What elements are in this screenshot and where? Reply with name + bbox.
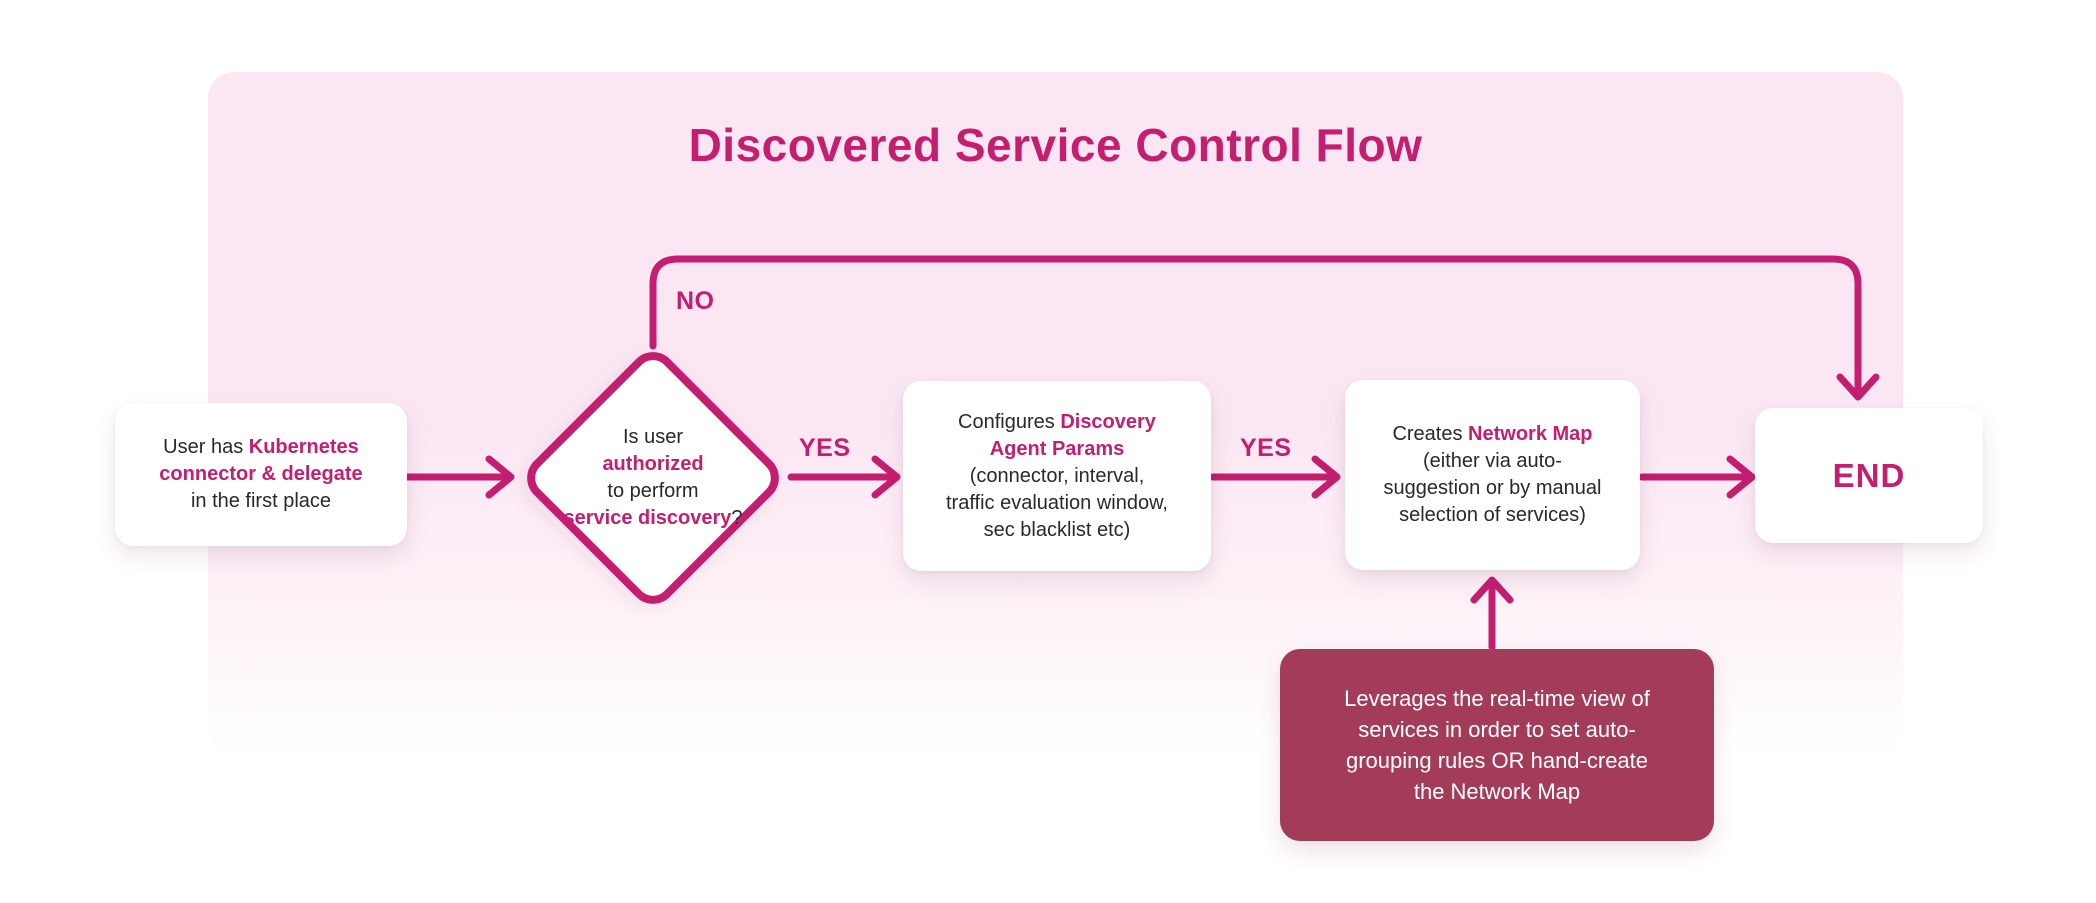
node-start-text: User has Kubernetes connector & delegate… <box>159 434 362 515</box>
text-segment: (either via auto- <box>1423 450 1562 472</box>
text-line: connector & delegate <box>159 461 362 488</box>
text-segment-accent: authorized <box>602 453 704 475</box>
text-line: the Network Map <box>1344 776 1650 807</box>
text-line: (connector, interval, <box>946 463 1168 490</box>
text-segment: services in order to set auto- <box>1358 717 1636 742</box>
text-line: in the first place <box>159 488 362 515</box>
node-decision-text: Is user authorized to perform service di… <box>538 424 768 532</box>
text-line: grouping rules OR hand-create <box>1344 745 1650 776</box>
text-segment: in the first place <box>190 490 332 512</box>
text-segment-accent: Agent Params <box>989 437 1125 460</box>
text-line: service discovery? <box>538 505 768 532</box>
edge-label-yes-2: YES <box>1240 434 1292 462</box>
text-line: Creates Network Map <box>1384 421 1602 448</box>
node-end: END <box>1755 408 1983 543</box>
text-line: traffic evaluation window, <box>946 490 1168 517</box>
text-segment: to perform <box>607 480 699 502</box>
note-text: Leverages the real-time view of services… <box>1344 683 1650 807</box>
text-line: selection of services) <box>1384 502 1602 529</box>
text-segment: Configures <box>958 410 1061 433</box>
text-segment: grouping rules OR hand-create <box>1345 748 1649 773</box>
text-segment-accent: service discovery <box>563 507 732 529</box>
text-line: (either via auto- <box>1384 448 1602 475</box>
text-segment-accent: Discovery <box>1060 410 1156 433</box>
diagram-title: Discovered Service Control Flow <box>688 119 1423 171</box>
text-line: Configures Discovery <box>946 409 1168 436</box>
text-segment: Leverages the real-time view of <box>1344 686 1650 711</box>
text-segment-accent: Network Map <box>1468 423 1593 445</box>
note-callout: Leverages the real-time view of services… <box>1280 649 1714 841</box>
text-line: Agent Params <box>946 436 1168 463</box>
text-segment: (connector, interval, <box>969 464 1145 487</box>
node-create-map-text: Creates Network Map (either via auto- su… <box>1384 421 1602 529</box>
text-segment: selection of services) <box>1399 504 1586 526</box>
text-segment-accent: connector & delegate <box>159 463 363 485</box>
text-segment: sec blacklist etc) <box>983 518 1131 541</box>
text-line: services in order to set auto- <box>1344 714 1650 745</box>
text-line: suggestion or by manual <box>1384 475 1602 502</box>
text-segment: User has <box>163 436 249 458</box>
edge-label-yes-1: YES <box>799 434 851 462</box>
text-line: authorized <box>538 451 768 478</box>
node-configure-text: Configures Discovery Agent Params (conne… <box>946 409 1168 544</box>
end-label: END <box>1832 457 1906 494</box>
text-line: to perform <box>538 478 768 505</box>
text-segment: suggestion or by manual <box>1383 477 1602 499</box>
edge-label-no: NO <box>676 287 715 315</box>
text-line: Leverages the real-time view of <box>1344 683 1650 714</box>
node-create-network-map: Creates Network Map (either via auto- su… <box>1345 380 1640 570</box>
node-start: User has Kubernetes connector & delegate… <box>115 403 407 546</box>
text-line: Is user <box>538 424 768 451</box>
text-segment-accent: Kubernetes <box>248 436 359 458</box>
text-segment: Is user <box>622 426 684 448</box>
text-segment: ? <box>731 507 743 529</box>
text-line: User has Kubernetes <box>159 434 362 461</box>
node-configure-params: Configures Discovery Agent Params (conne… <box>903 381 1211 571</box>
text-segment: traffic evaluation window, <box>946 491 1168 514</box>
text-segment: the Network Map <box>1413 779 1581 804</box>
text-segment: Creates <box>1392 423 1469 445</box>
text-line: sec blacklist etc) <box>946 517 1168 544</box>
